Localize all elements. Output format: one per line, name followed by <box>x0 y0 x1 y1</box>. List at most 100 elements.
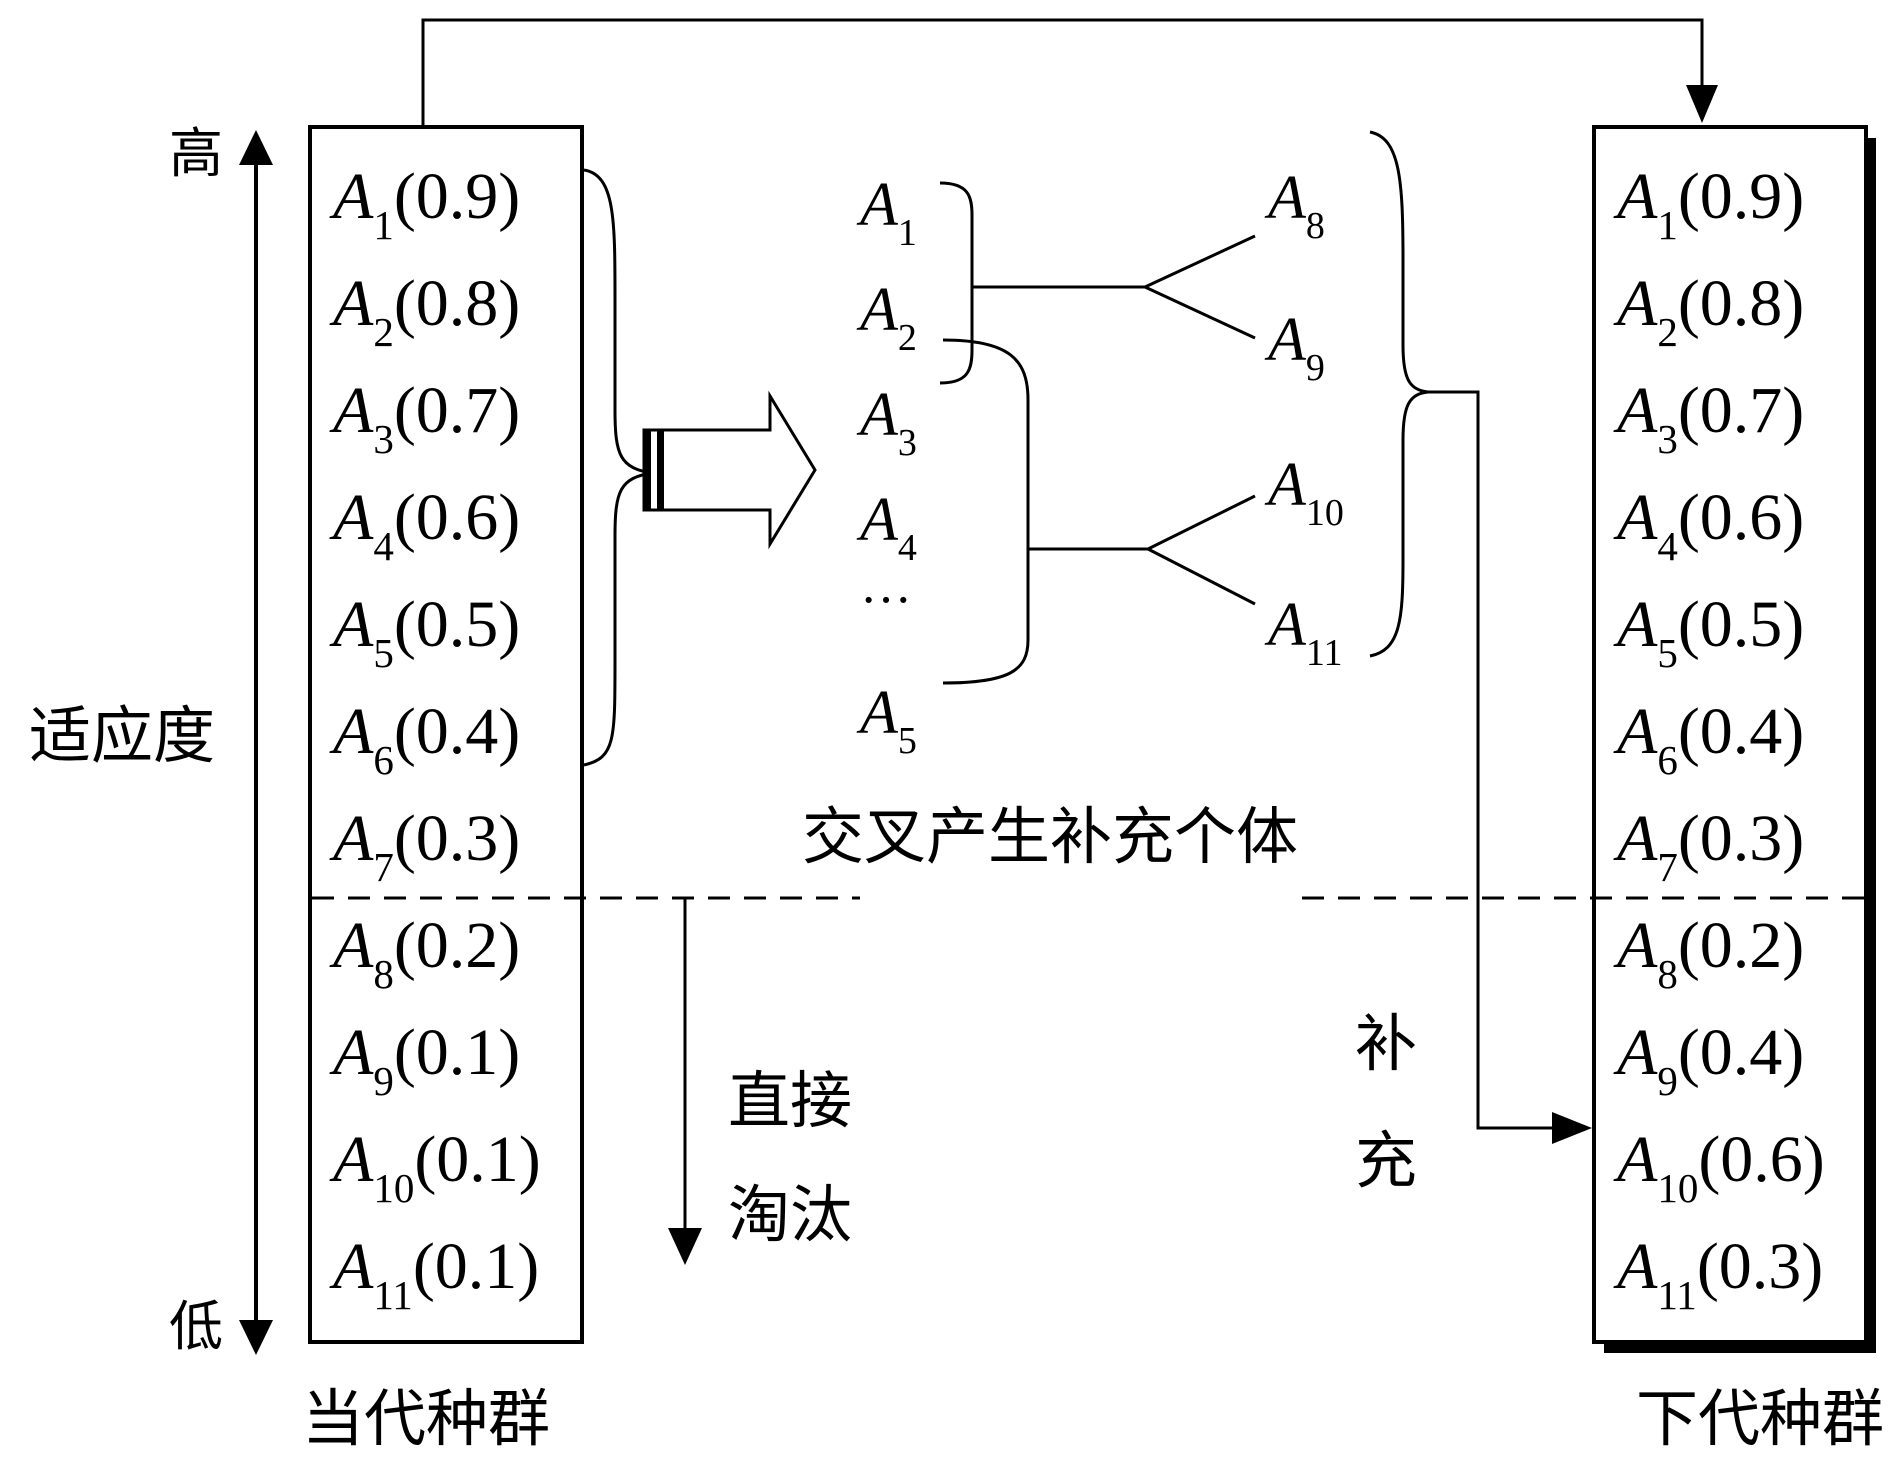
axis-down-arrow-icon <box>239 1320 273 1355</box>
subscript: 7 <box>1657 844 1678 890</box>
offspring-brace <box>1369 130 1429 658</box>
fitness-value: (0.1) <box>413 1230 539 1303</box>
next-population-box: A1(0.9)A2(0.8)A3(0.7)A4(0.6)A5(0.5)A6(0.… <box>1592 125 1884 1455</box>
subscript: 5 <box>1657 630 1678 676</box>
subscript: 11 <box>1657 1272 1696 1318</box>
symbol: A <box>329 1123 374 1196</box>
fitness-value: (0.9) <box>1678 160 1804 233</box>
population-entry: A5(0.5) <box>329 588 520 676</box>
offspring-entry: A11 <box>1264 591 1342 674</box>
crossover-branch-1a <box>1144 234 1256 289</box>
population-entry: A4(0.6) <box>329 481 520 569</box>
supplement-arrow-line <box>1428 390 1570 1130</box>
population-entry: A9(0.4) <box>1613 1016 1804 1104</box>
subscript: 4 <box>1657 523 1678 569</box>
subscript: 7 <box>373 844 394 890</box>
fitness-value: (0.4) <box>1678 1016 1804 1089</box>
population-entry: A2(0.8) <box>329 267 520 355</box>
symbol: A <box>856 276 899 344</box>
parent-entry: A2 <box>856 276 917 359</box>
offspring-entry: A9 <box>1264 306 1325 389</box>
subscript: 10 <box>1657 1165 1698 1211</box>
symbol: A <box>329 802 374 875</box>
symbol: A <box>1613 588 1658 661</box>
symbol: A <box>1613 1016 1658 1089</box>
symbol: A <box>1613 695 1658 768</box>
fitness-value: (0.6) <box>394 481 520 554</box>
parent-pair-brace-1 <box>939 181 974 385</box>
symbol: A <box>856 679 899 747</box>
population-entry: A10(0.1) <box>329 1123 541 1211</box>
fitness-value: (0.1) <box>394 1016 520 1089</box>
crossover-branch-2a <box>1147 494 1256 551</box>
population-entry: A1(0.9) <box>1613 160 1804 248</box>
population-entry: A4(0.6) <box>1613 481 1804 569</box>
subscript: 2 <box>898 317 917 359</box>
symbol: A <box>1613 909 1658 982</box>
eliminate-label-line1: 直接 <box>728 1064 852 1137</box>
axis-title: 适应度 <box>29 699 215 772</box>
symbol: A <box>1613 1230 1658 1303</box>
subscript: 10 <box>1306 492 1344 534</box>
subscript: 5 <box>898 720 917 762</box>
current-population-list: A1(0.9)A2(0.8)A3(0.7)A4(0.6)A5(0.5)A6(0.… <box>329 160 541 1318</box>
population-entry: A1(0.9) <box>329 160 520 248</box>
subscript: 9 <box>1657 1058 1678 1104</box>
symbol: A <box>1264 451 1307 519</box>
symbol: A <box>329 588 374 661</box>
parent-entry: A1 <box>856 171 917 254</box>
fitness-value: (0.7) <box>394 374 520 447</box>
selection-brace <box>583 168 653 767</box>
symbol: A <box>1613 160 1658 233</box>
subscript: 4 <box>898 527 917 569</box>
fitness-value: (0.3) <box>394 802 520 875</box>
subscript: 2 <box>373 309 394 355</box>
axis-up-arrow-icon <box>239 130 273 165</box>
offspring-entry: A8 <box>1264 164 1325 247</box>
crossover-branch-2b <box>1147 547 1256 606</box>
population-entry: A7(0.3) <box>1613 802 1804 890</box>
population-entry: A8(0.2) <box>329 909 520 997</box>
subscript: 1 <box>898 212 917 254</box>
axis-low-label: 低 <box>169 1295 223 1358</box>
subscript: 10 <box>373 1165 414 1211</box>
subscript: 11 <box>1306 632 1343 674</box>
fitness-value: (0.4) <box>1678 695 1804 768</box>
carryover-arrowhead-icon <box>1686 85 1718 123</box>
axis-high-label: 高 <box>169 122 223 185</box>
symbol: A <box>1264 164 1307 232</box>
current-population-box: A1(0.9)A2(0.8)A3(0.7)A4(0.6)A5(0.5)A6(0.… <box>302 125 584 1455</box>
subscript: 6 <box>373 737 394 783</box>
fitness-value: (0.6) <box>1698 1123 1824 1196</box>
current-population-caption: 当代种群 <box>302 1382 550 1455</box>
population-entry: A7(0.3) <box>329 802 520 890</box>
symbol: A <box>856 171 899 239</box>
subscript: 9 <box>1306 347 1325 389</box>
population-entry: A11(0.3) <box>1613 1230 1823 1318</box>
symbol: A <box>329 160 374 233</box>
population-entry: A11(0.1) <box>329 1230 539 1318</box>
symbol: A <box>329 267 374 340</box>
population-entry: A3(0.7) <box>329 374 520 462</box>
next-population-caption: 下代种群 <box>1636 1382 1884 1455</box>
subscript: 8 <box>1657 951 1678 997</box>
fitness-value: (0.5) <box>1678 588 1804 661</box>
crossover-caption: 交叉产生补充个体 <box>802 800 1298 873</box>
subscript: 1 <box>1657 202 1678 248</box>
symbol: A <box>329 695 374 768</box>
next-population-list: A1(0.9)A2(0.8)A3(0.7)A4(0.6)A5(0.5)A6(0.… <box>1613 160 1825 1318</box>
parent-entry: A5 <box>856 679 917 762</box>
parent-pair-brace-2 <box>942 338 1030 685</box>
parent-entry: A4 <box>856 486 917 569</box>
fitness-value: (0.9) <box>394 160 520 233</box>
crossover-branch-1b <box>1144 285 1256 340</box>
subscript: 11 <box>373 1272 412 1318</box>
subscript: 2 <box>1657 309 1678 355</box>
fitness-value: (0.2) <box>394 909 520 982</box>
subscript: 6 <box>1657 737 1678 783</box>
subscript: 8 <box>373 951 394 997</box>
fitness-value: (0.1) <box>414 1123 540 1196</box>
